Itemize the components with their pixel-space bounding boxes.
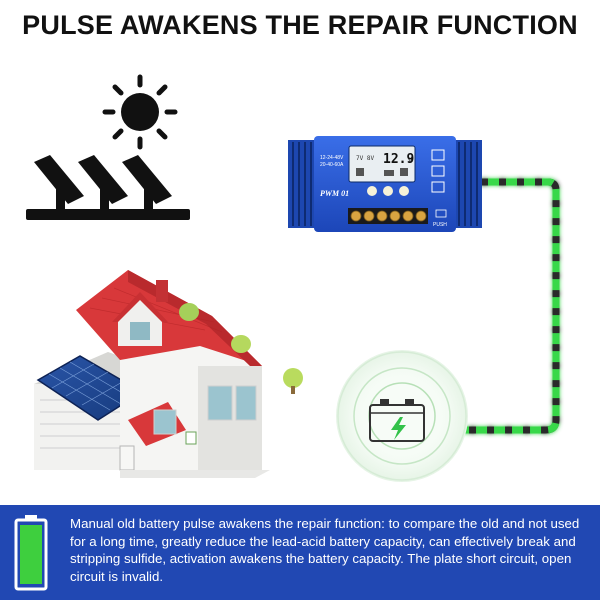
info-banner: Manual old battery pulse awakens the rep… bbox=[0, 505, 600, 600]
push-button-label: PUSH bbox=[433, 222, 447, 228]
car-battery-icon bbox=[369, 399, 425, 442]
lcd-voltage: 12.9 bbox=[383, 152, 414, 167]
charge-controller: 7V 8V 12.9 V 12-24-48V 20-40-60A PWM 01 bbox=[288, 136, 482, 232]
lcd-v-label: V bbox=[408, 157, 413, 165]
controller-button-3[interactable] bbox=[399, 186, 409, 196]
cable-right bbox=[462, 178, 560, 434]
info-text: Manual old battery pulse awakens the rep… bbox=[70, 516, 580, 584]
controller-button-2[interactable] bbox=[383, 186, 393, 196]
sun-icon bbox=[102, 74, 178, 150]
controller-button-1[interactable] bbox=[367, 186, 377, 196]
page-title: PULSE AWAKENS THE REPAIR FUNCTION bbox=[22, 10, 578, 40]
battery-halo bbox=[336, 350, 468, 482]
battery-icon bbox=[14, 515, 48, 591]
solar-panel-icon bbox=[26, 155, 190, 220]
model-label: PWM 01 bbox=[320, 189, 349, 198]
spec-line-2: 20-40-60A bbox=[320, 162, 344, 168]
spec-line-1: 12-24-48V bbox=[320, 155, 344, 161]
house-illustration bbox=[34, 270, 303, 478]
lcd-unit-label: 7V 8V bbox=[356, 155, 374, 162]
